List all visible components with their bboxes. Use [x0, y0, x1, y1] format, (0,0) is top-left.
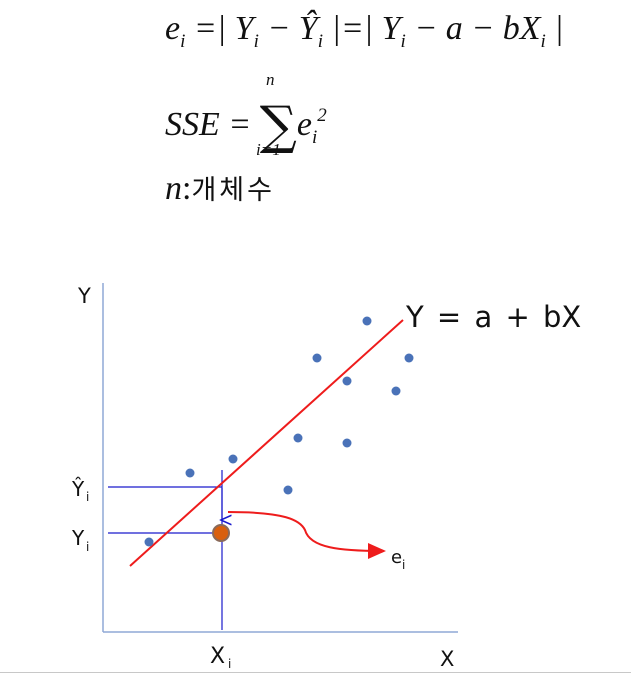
x-i-label: X — [210, 644, 225, 669]
data-point — [362, 316, 372, 326]
n-definition: n:개체수 — [165, 168, 275, 208]
formula-block: ei =| Yi − Ŷi |=| Yi − a − bXi | SSE = ∑… — [0, 0, 631, 230]
data-point — [342, 438, 352, 448]
residual-hat-sub: i — [317, 31, 323, 52]
sse-equation: SSE = ∑ei2 — [165, 88, 327, 156]
data-point — [404, 353, 414, 363]
y-i-sub: i — [86, 540, 89, 554]
n-description: 개체수 — [191, 175, 275, 206]
data-point — [144, 537, 154, 547]
data-point — [312, 353, 322, 363]
data-point — [391, 386, 401, 396]
data-point — [342, 376, 352, 386]
data-point — [228, 454, 238, 464]
residual-rhs: =| Y — [193, 10, 254, 47]
regression-line — [129, 319, 404, 567]
sse-term: e — [296, 106, 312, 143]
sigma-lower-limit: i=1 — [256, 140, 281, 159]
curved-arrow — [227, 511, 386, 559]
residual-equation: ei =| Yi − Ŷi |=| Yi − a − bXi | — [165, 10, 564, 52]
data-point — [293, 433, 303, 443]
residual-tail-sub: i — [540, 31, 546, 52]
sigma-upper-limit: n — [266, 70, 275, 89]
y-hat-label: Ŷ — [71, 477, 85, 501]
data-points — [144, 316, 414, 547]
residual-lhs: e — [165, 10, 181, 47]
y-axis-label: Y — [77, 284, 91, 308]
sigma-symbol: ∑ — [259, 96, 297, 156]
bottom-divider — [0, 672, 631, 673]
n-symbol: n — [165, 170, 182, 207]
sse-term-sup: 2 — [317, 105, 327, 126]
residual-end: | — [545, 10, 564, 47]
data-point — [283, 485, 293, 495]
sse-term-sub: i — [311, 127, 318, 148]
regression-equation-label: Y = a + bX — [405, 300, 581, 334]
residual-minus: − Ŷ — [258, 10, 318, 47]
residual-sub: i — [402, 558, 405, 572]
residual-rhs-sub: i — [253, 31, 259, 52]
y-hat-sub: i — [86, 490, 89, 504]
residual-mid: |=| Y — [323, 10, 401, 47]
highlighted-observation — [212, 524, 230, 542]
x-axis-label: X — [440, 647, 454, 671]
residual-tail: − a − bX — [405, 10, 541, 47]
residual-mid-sub: i — [400, 31, 406, 52]
sse-lhs: SSE = — [165, 106, 252, 143]
residual-label: e — [391, 547, 402, 568]
y-i-label: Y — [71, 526, 85, 550]
n-colon: : — [182, 170, 192, 207]
x-i-sub: i — [228, 657, 231, 671]
data-point — [185, 468, 195, 478]
residual-lhs-sub: i — [180, 31, 186, 52]
